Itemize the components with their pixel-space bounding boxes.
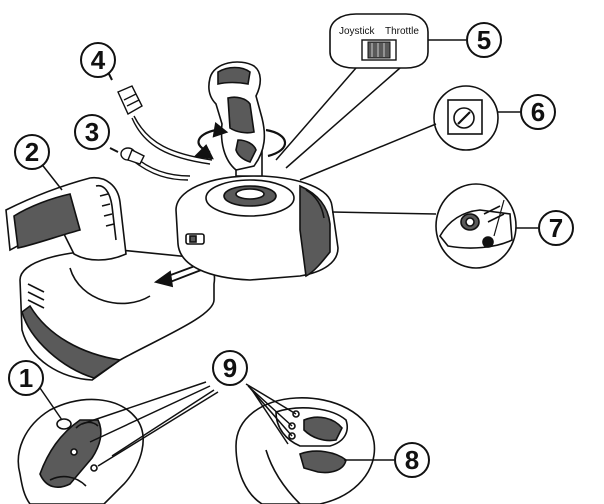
callout-3-label: 3 [85,117,99,147]
callout-8-label: 8 [405,445,419,475]
switch-label-joystick: Joystick [339,26,376,37]
callout-4: 4 [80,42,116,78]
throttle-buttons-detail [17,398,144,504]
callout-6: 6 [520,94,556,130]
callout-7-label: 7 [549,213,563,243]
screw-detail [433,85,499,151]
callout-1: 1 [8,360,44,396]
callout-8: 8 [394,442,430,478]
callout-4-label: 4 [91,45,106,75]
joystick-handle [208,61,266,171]
switch-label-throttle: Throttle [385,26,419,37]
callout-7: 7 [538,210,574,246]
callout-9-label: 9 [223,353,237,383]
mini-din-plug [109,147,145,165]
callout-2-label: 2 [25,137,39,167]
rotation-arrow [193,121,287,160]
callout-5: 5 [466,22,502,58]
callout-3: 3 [74,114,110,150]
callout-1-label: 1 [19,363,33,393]
callout-9: 9 [212,350,248,386]
switch-toggle [367,41,391,59]
callout-5-label: 5 [477,25,491,55]
joystick-base [175,143,339,281]
callout-6-label: 6 [531,97,545,127]
callout-2: 2 [14,134,50,170]
tension-detail [435,183,517,269]
switch-detail: Joystick Throttle [329,13,429,69]
leader-lines [39,39,538,467]
joystick-head-detail [235,397,376,504]
cables [131,115,213,181]
